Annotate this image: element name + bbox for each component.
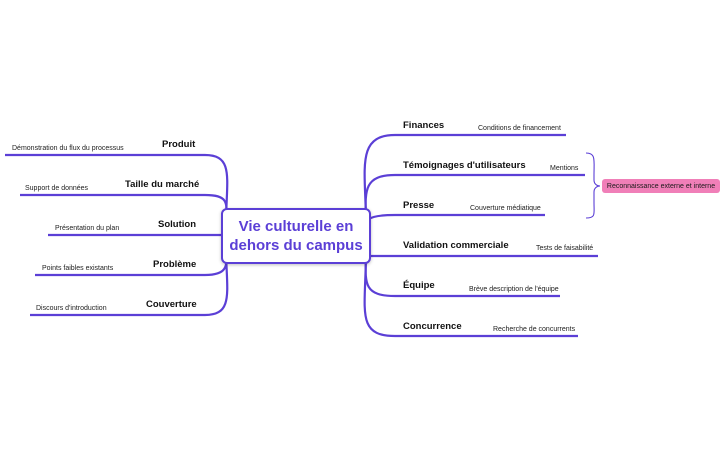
topic-taille-du-marche[interactable]: Taille du marché <box>125 179 200 190</box>
topic-presse[interactable]: Presse <box>403 200 435 211</box>
subtopic-presentation-plan[interactable]: Présentation du plan <box>55 225 120 232</box>
subtopic-discours[interactable]: Discours d'introduction <box>36 305 107 312</box>
topic-produit[interactable]: Produit <box>162 139 196 150</box>
topic-couverture[interactable]: Couverture <box>146 299 197 310</box>
subtopic-breve-description[interactable]: Brève description de l'équipe <box>469 286 559 293</box>
topic-finances[interactable]: Finances <box>403 120 445 131</box>
subtopic-demonstration[interactable]: Démonstration du flux du processus <box>12 145 124 152</box>
topic-temoignages[interactable]: Témoignages d'utilisateurs <box>403 160 526 171</box>
subtopic-tests[interactable]: Tests de faisabilité <box>536 245 594 252</box>
central-topic-line1: Vie culturelle en <box>238 218 354 235</box>
topic-concurrence[interactable]: Concurrence <box>403 321 462 332</box>
topic-validation[interactable]: Validation commerciale <box>403 240 509 251</box>
connector-temoignages <box>364 173 585 229</box>
connector-concurrence <box>363 249 578 338</box>
subtopic-conditions[interactable]: Conditions de financement <box>478 125 561 132</box>
subtopic-mentions[interactable]: Mentions <box>550 165 579 172</box>
topic-solution[interactable]: Solution <box>158 219 196 230</box>
central-topic-line2: dehors du campus <box>229 237 363 254</box>
subtopic-points-faibles[interactable]: Points faibles existants <box>42 265 114 272</box>
topic-equipe[interactable]: Équipe <box>403 280 435 291</box>
central-topic[interactable]: Vie culturelle en dehors du campus <box>221 208 371 264</box>
connector-presse <box>364 213 545 233</box>
summary-callout[interactable]: Reconnaissance externe et interne <box>602 179 720 193</box>
summary-bracket <box>585 152 601 219</box>
subtopic-support-donnees[interactable]: Support de données <box>25 185 89 192</box>
subtopic-recherche[interactable]: Recherche de concurrents <box>493 326 576 333</box>
topic-probleme[interactable]: Problème <box>153 259 197 270</box>
subtopic-couverture-mediatique[interactable]: Couverture médiatique <box>470 205 541 212</box>
